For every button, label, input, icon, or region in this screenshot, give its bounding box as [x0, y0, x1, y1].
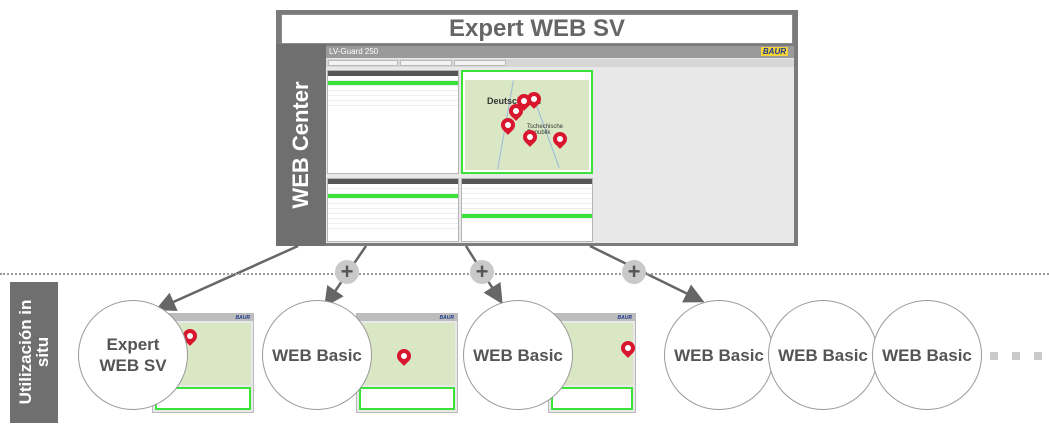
- app-title: LV-Guard 250: [329, 47, 379, 56]
- device-row-selected[interactable]: [328, 81, 458, 86]
- node-expert-web-sv: Expert WEB SV: [78, 300, 188, 410]
- node-web-basic-5: WEB Basic: [872, 300, 982, 410]
- map-panel: Deutschland Tschechische Republik: [461, 70, 593, 174]
- web-center-screenshot: LV-Guard 250 BAUR Deutschland Tschechisc…: [326, 46, 794, 243]
- map-label-deutschland: Deutschland: [487, 96, 542, 106]
- map-view[interactable]: Deutschland Tschechische Republik: [465, 80, 589, 170]
- mini-logo: BAUR: [617, 315, 632, 321]
- contact-row-selected[interactable]: [328, 194, 458, 199]
- mini-logo: BAUR: [439, 315, 454, 321]
- arrow-to-expert: [155, 244, 299, 311]
- device-list-panel: [327, 70, 459, 174]
- in-situ-label: Utilización in situ: [10, 282, 58, 423]
- node-label: WEB Basic: [473, 345, 563, 365]
- app-tab-3[interactable]: [454, 60, 506, 66]
- contacts-panel: [327, 178, 459, 242]
- node-label: WEB Basic: [674, 345, 764, 365]
- node-web-basic-3: WEB Basic: [664, 300, 774, 410]
- node-label: WEB Basic: [778, 345, 868, 365]
- ellipsis-square: [1034, 352, 1042, 360]
- in-situ-text: Utilización in situ: [16, 299, 52, 405]
- plus-icon: +: [470, 260, 494, 284]
- app-header: LV-Guard 250 BAUR: [326, 46, 794, 58]
- location-pin-icon: [618, 338, 635, 358]
- baur-logo: BAUR: [760, 47, 788, 56]
- groups-panel: [461, 178, 593, 242]
- app-tabs: [326, 59, 794, 67]
- map-label-czech: Tschechische Republik: [527, 124, 564, 136]
- node-web-basic-4: WEB Basic: [768, 300, 878, 410]
- node-label: WEB Basic: [272, 345, 362, 365]
- mini-logo: BAUR: [235, 315, 250, 321]
- app-tab-2[interactable]: [400, 60, 452, 66]
- plus-icon: +: [335, 260, 359, 284]
- group-row-selected[interactable]: [462, 214, 592, 219]
- location-pin-icon: [394, 346, 414, 366]
- web-center-label: WEB Center: [276, 44, 326, 246]
- expert-web-sv-title: Expert WEB SV: [281, 14, 793, 44]
- node-web-basic-2: WEB Basic: [463, 300, 573, 410]
- plus-icon: +: [622, 260, 646, 284]
- node-label: WEB Basic: [882, 345, 972, 365]
- node-web-basic-1: WEB Basic: [262, 300, 372, 410]
- mini-screen-basic-1: BAUR: [356, 313, 458, 413]
- ellipsis-square: [990, 352, 998, 360]
- app-tab-1[interactable]: [328, 60, 398, 66]
- ellipsis-square: [1012, 352, 1020, 360]
- separator-dotted-line: [0, 273, 1049, 275]
- node-label: Expert WEB SV: [99, 335, 167, 375]
